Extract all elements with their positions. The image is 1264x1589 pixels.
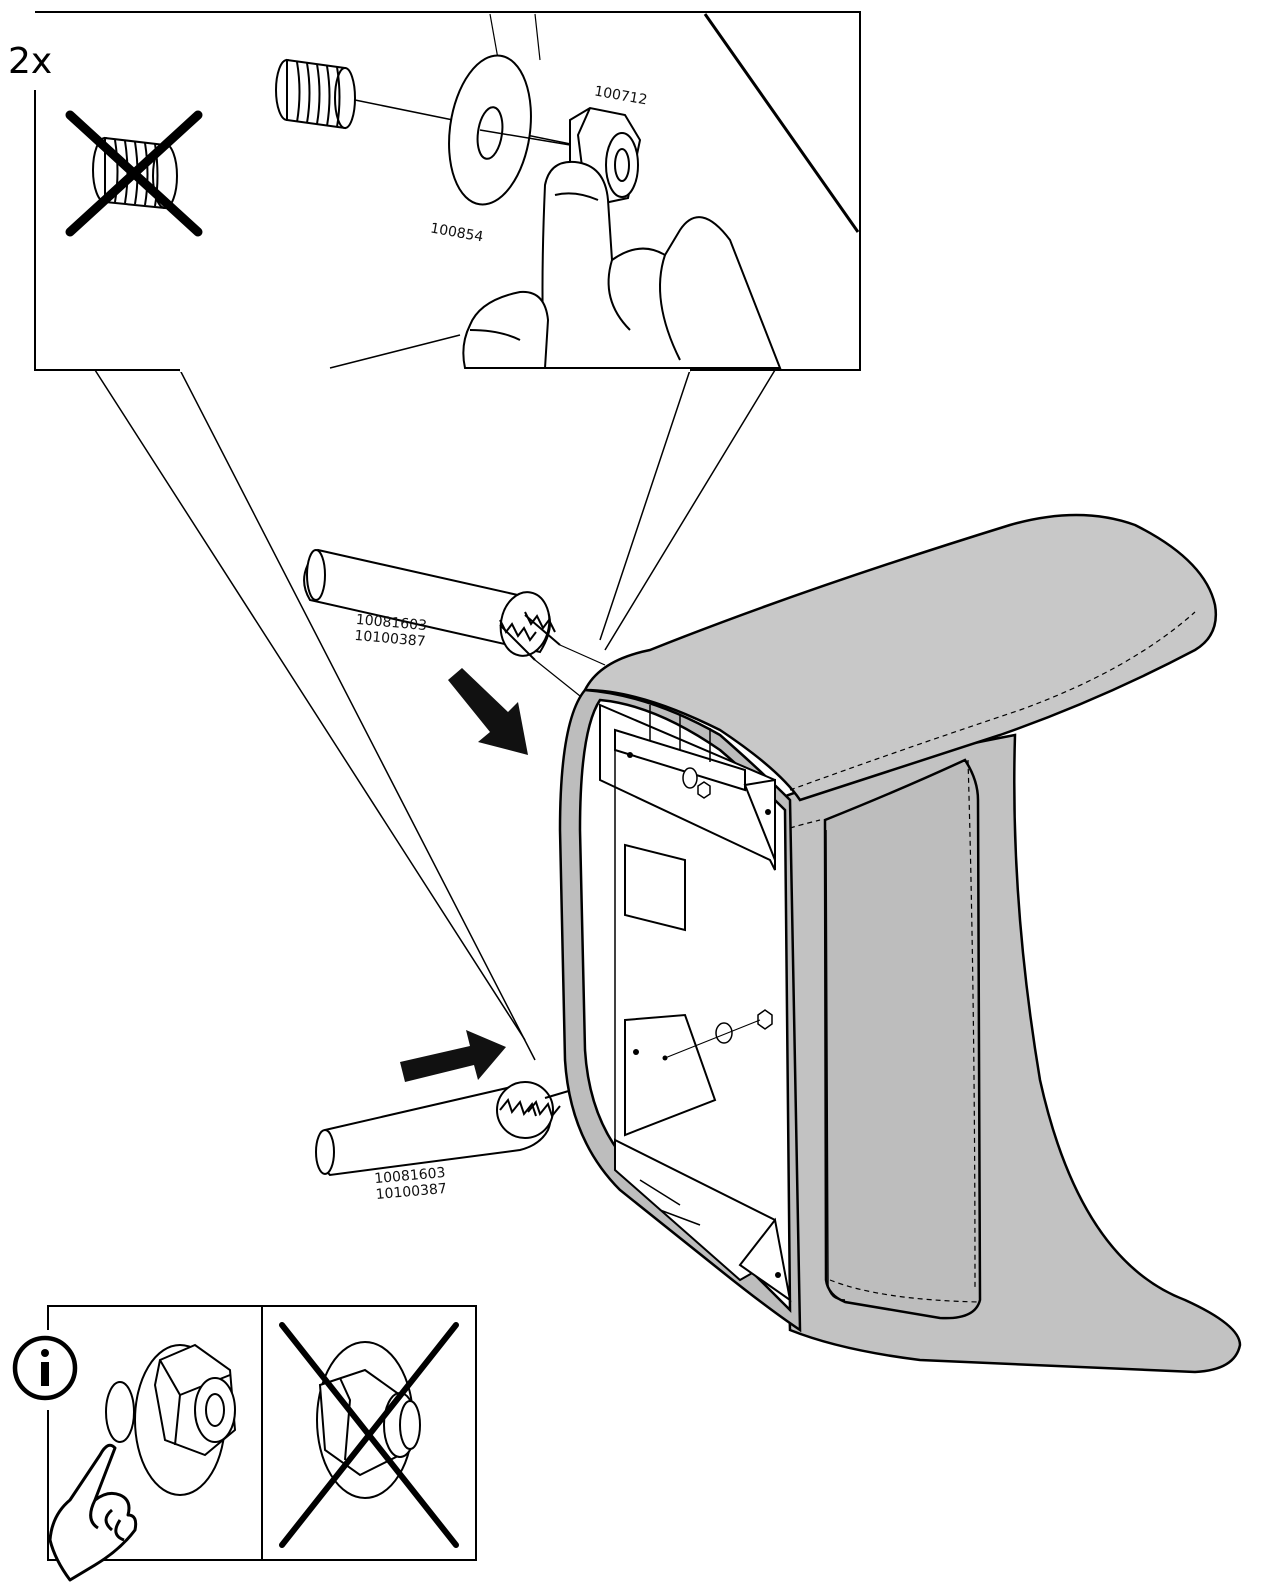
- insert-arrow-lower: [400, 1030, 506, 1082]
- detail-frame: [34, 11, 861, 371]
- info-icon: [12, 1335, 78, 1401]
- callout-pointer-line: [94, 369, 526, 1041]
- threaded-insert-crossed-out: [65, 110, 203, 237]
- dowel-upper: [303, 548, 561, 661]
- info-panel: [8, 1305, 477, 1582]
- armrest: [558, 513, 1242, 1374]
- dowel-lower: [315, 1081, 573, 1177]
- small-nut-washer-upper: [682, 767, 711, 799]
- insert-arrow-upper: [448, 668, 528, 755]
- correct-nut-orientation: [105, 1343, 237, 1496]
- armrest-seam: [967, 759, 976, 1291]
- armrest-seam: [789, 611, 1196, 791]
- dowel-bolt: [499, 611, 561, 661]
- dowel-lower-part-numbers: 10081603 10100387: [374, 1165, 448, 1203]
- cross-mark: [279, 1322, 459, 1548]
- callout-pointer-line: [179, 369, 536, 1061]
- threaded-insert: [275, 58, 356, 130]
- dowel-bolt: [499, 1089, 573, 1119]
- armrest-pad: [582, 513, 1218, 802]
- dowel-upper-part-numbers: 10081603 10100387: [354, 612, 428, 650]
- cross-mark: [65, 110, 203, 237]
- armrest-seam: [829, 1279, 981, 1303]
- callout-pointer-line: [599, 369, 691, 641]
- quantity-label: 2x: [8, 41, 53, 82]
- washer: [448, 54, 532, 206]
- armrest-side-panel: [823, 758, 982, 1320]
- callout-pointer-line: [604, 369, 776, 651]
- armrest-seam: [789, 819, 821, 829]
- hand-illustration: [462, 160, 782, 369]
- pointing-hand-icon: [48, 1443, 138, 1582]
- detail-callout: [34, 11, 861, 1061]
- small-nut-washer-lower: [664, 1009, 773, 1059]
